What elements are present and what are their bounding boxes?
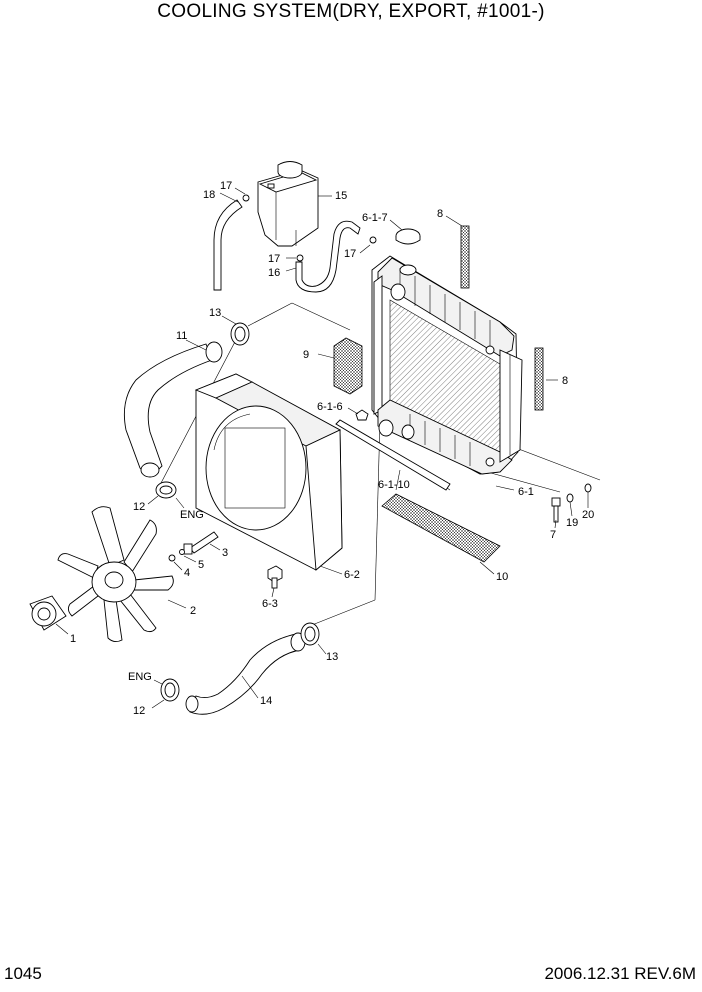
callout-3: 3 (222, 547, 228, 559)
callout-13: 13 (209, 307, 221, 319)
washer-4 (168, 554, 176, 562)
callout-6-2: 6-2 (344, 569, 360, 581)
bolt-7 (551, 497, 561, 523)
clamp-12a (155, 481, 177, 499)
radiator (371, 255, 523, 475)
bolt-3 (183, 531, 219, 555)
callout-10: 10 (496, 571, 508, 583)
callout-17: 17 (344, 248, 356, 260)
callout-2: 2 (190, 605, 196, 617)
callout-1: 1 (70, 633, 76, 645)
bolt-6-3 (267, 565, 283, 589)
callout-8: 8 (437, 208, 443, 220)
clamp-12b (160, 678, 180, 702)
callout-14: 14 (260, 695, 272, 707)
fan-spacer (29, 595, 67, 631)
leader-lines (55, 187, 589, 709)
callout-16: 16 (268, 267, 280, 279)
revision-label: 2006.12.31 REV.6M (544, 964, 696, 983)
clip-17-a (242, 194, 250, 202)
hose-16 (295, 220, 361, 293)
page-number: 1045 (4, 964, 42, 983)
washer-20 (584, 483, 592, 493)
callout-18: 18 (203, 189, 215, 201)
callout-6-1: 6-1 (518, 486, 534, 498)
callout-9: 9 (303, 349, 309, 361)
clip-17-b (296, 254, 304, 262)
callout-17: 17 (268, 253, 280, 265)
callout-19: 19 (566, 517, 578, 529)
callout-20: 20 (582, 509, 594, 521)
callout-12: 12 (133, 501, 145, 513)
clamp-13a (230, 322, 250, 346)
upper-hose-11 (123, 341, 223, 478)
foam-seal-10 (381, 493, 501, 563)
callout-5: 5 (198, 559, 204, 571)
washer-5 (179, 549, 185, 555)
fan-shroud (194, 373, 343, 571)
clamp-13b (300, 622, 320, 646)
callout-15: 15 (335, 190, 347, 202)
callout-6-1-10: 6-1-10 (378, 479, 410, 491)
callout-11: 11 (176, 330, 187, 342)
rubber-mount-8b (534, 347, 544, 411)
callout-13: 13 (326, 651, 338, 663)
callout-eng: ENG (180, 509, 204, 521)
callout-6-3: 6-3 (262, 598, 278, 610)
cooling-fan (57, 506, 174, 643)
expansion-tank (257, 161, 319, 247)
page-title: COOLING SYSTEM(DRY, EXPORT, #1001-) (157, 1, 545, 22)
lower-hose-14 (185, 632, 306, 715)
clip-17-c (369, 236, 377, 244)
callout-7: 7 (550, 529, 556, 541)
callout-17: 17 (220, 180, 232, 192)
seal-strip (335, 419, 451, 491)
drain-plug (355, 409, 369, 421)
callout-8: 8 (562, 375, 568, 387)
rubber-mount-8a (460, 225, 470, 289)
callout-6-1-6: 6-1-6 (317, 401, 343, 413)
callout-labels: 18 17 15 17 16 17 6-1-7 8 8 9 6-1-6 6-1-… (70, 180, 594, 717)
callout-eng: ENG (128, 671, 152, 683)
washer-19 (566, 493, 574, 503)
callout-12: 12 (133, 705, 145, 717)
foam-seal-9 (333, 337, 363, 395)
radiator-cap (395, 228, 421, 245)
hose-18 (213, 199, 243, 291)
callout-6-1-7: 6-1-7 (362, 212, 388, 224)
callout-4: 4 (184, 567, 190, 579)
